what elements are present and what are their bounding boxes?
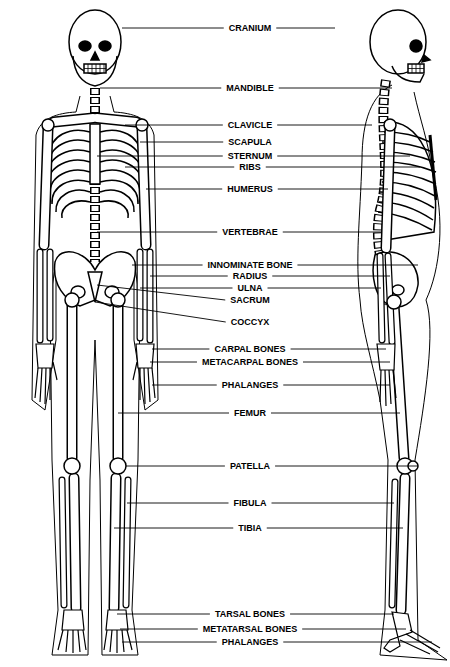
part-label: SACRUM [228,295,272,306]
part-label: PHALANGES [220,380,281,391]
leader-line [125,167,234,168]
leader-line [118,413,229,414]
leader-line [277,125,372,126]
leader-line [272,276,390,277]
hands-feet [35,344,440,654]
part-label: CARPAL BONES [212,344,287,355]
leader-line [278,189,388,190]
leader-line [95,302,226,322]
leader-line [97,285,225,300]
rib-cage [48,122,436,240]
leader-line [120,629,198,630]
leader-line [122,642,217,643]
part-label: TARSAL BONES [213,609,287,620]
leader-line [150,276,228,277]
leader-line [132,265,203,266]
part-label: RADIUS [231,271,270,282]
leader-line [272,503,395,504]
leader-line [267,528,403,529]
leader-line [283,385,390,386]
part-label: FIBULA [232,498,269,509]
part-label: STERNUM [226,151,275,162]
leader-line [290,614,394,615]
long-bones [40,118,405,610]
leader-line [283,232,382,233]
part-label: PATELLA [228,461,272,472]
leader-line [97,156,223,157]
part-label: ULNA [236,283,265,294]
leader-line [126,466,225,467]
part-label: SCAPULA [226,137,274,148]
leader-line [127,503,229,504]
leader-line [297,265,418,266]
leader-line [150,362,197,363]
part-label: RIBS [237,162,263,173]
part-label: CRANIUM [227,23,274,34]
leader-line [114,528,233,529]
leader-line [140,142,223,143]
leader-line [271,413,400,414]
part-label: COCCYX [229,317,272,328]
leader-line [303,362,390,363]
leader-line [276,28,335,29]
leader-line [275,466,418,467]
leader-line [140,288,233,289]
leader-line [266,167,420,168]
part-label: HUMERUS [225,184,275,195]
leader-line [283,642,432,643]
skull [69,10,430,86]
part-label: INNOMINATE BONE [206,260,295,271]
leader-line [279,88,392,89]
leader-line [302,629,406,630]
leader-line [125,125,223,126]
leader-line [122,28,224,29]
part-label: FEMUR [232,408,268,419]
leader-line [268,288,382,289]
pelvis [55,252,419,307]
leader-line [291,349,386,350]
body-outline [32,85,447,660]
leader-line [117,614,210,615]
part-label: METATARSAL BONES [201,624,299,635]
leader-line [277,156,410,157]
leader-line [152,349,209,350]
leader-line [146,189,222,190]
part-label: MANDIBLE [224,83,276,94]
leader-line [152,385,217,386]
part-label: TIBIA [236,523,264,534]
part-label: PHALANGES [220,637,281,648]
joints [42,119,418,474]
leader-line [97,232,217,233]
leader-line [100,88,221,89]
part-label: VERTEBRAE [220,227,280,238]
part-label: METACARPAL BONES [200,357,300,368]
part-label: CLAVICLE [226,120,274,131]
